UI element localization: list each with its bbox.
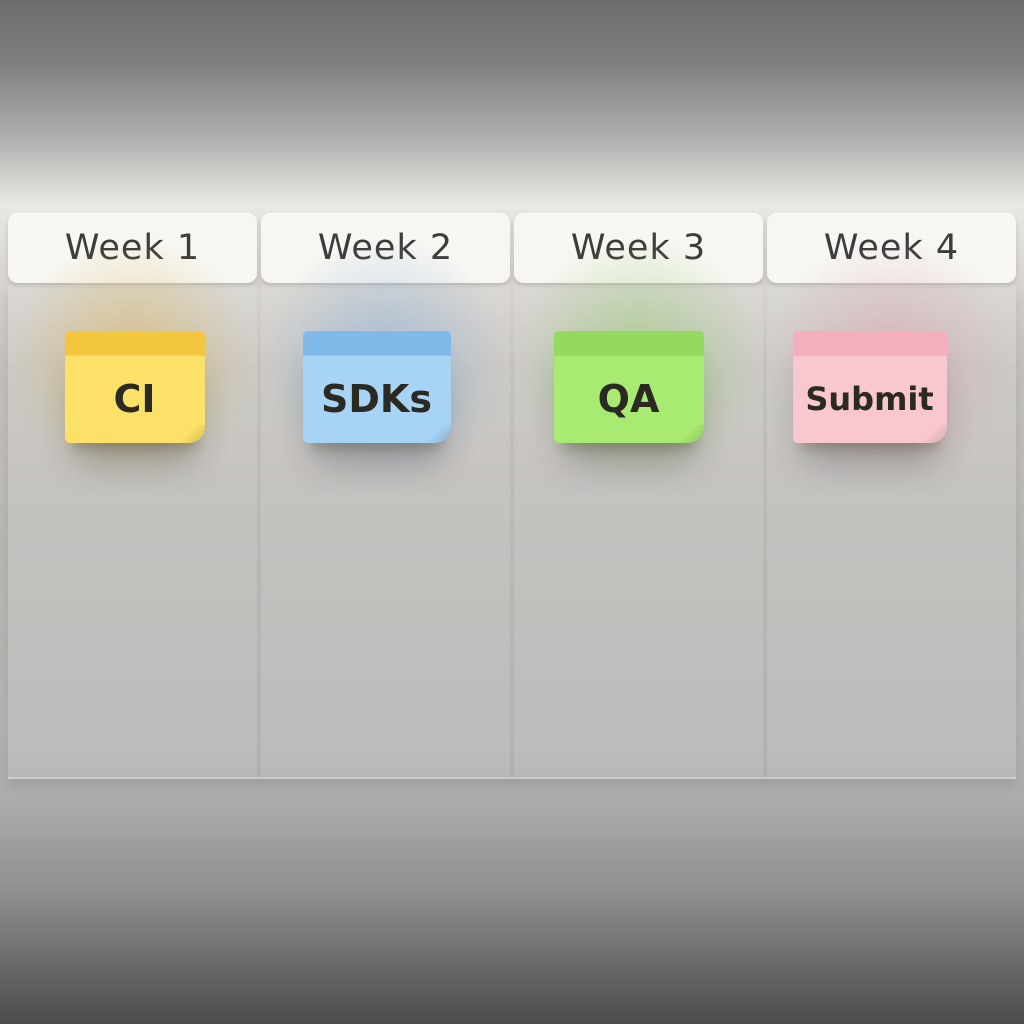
sticky-note-top-strip <box>553 331 704 355</box>
sticky-note-label: QA <box>597 377 660 421</box>
weekly-planning-board: Week 1 Week 2 Week 3 Week 4 CI SDKs QA <box>0 213 1024 777</box>
column-header-week-1: Week 1 <box>8 213 257 283</box>
column-header-week-4: Week 4 <box>767 213 1016 283</box>
column-week-4: Submit <box>753 243 1024 777</box>
sticky-note-top-strip <box>64 331 205 355</box>
column-header-week-3: Week 3 <box>514 213 763 283</box>
board-header-row: Week 1 Week 2 Week 3 Week 4 <box>8 213 1016 283</box>
column-week-3: QA <box>500 243 777 777</box>
column-header-week-2: Week 2 <box>261 213 510 283</box>
sticky-note-label: SDKs <box>321 377 432 421</box>
sticky-note-top-strip <box>302 331 451 355</box>
board-columns: CI SDKs QA Submit <box>0 243 1024 777</box>
sticky-note-label: CI <box>113 377 156 421</box>
sticky-note-submit[interactable]: Submit <box>792 331 947 443</box>
sticky-note-label: Submit <box>805 380 934 418</box>
column-week-1: CI <box>0 243 271 777</box>
sticky-note-qa[interactable]: QA <box>553 331 704 443</box>
sticky-note-top-strip <box>792 331 947 355</box>
column-week-2: SDKs <box>247 243 524 777</box>
sticky-note-ci[interactable]: CI <box>64 331 205 443</box>
sticky-note-sdks[interactable]: SDKs <box>302 331 451 443</box>
